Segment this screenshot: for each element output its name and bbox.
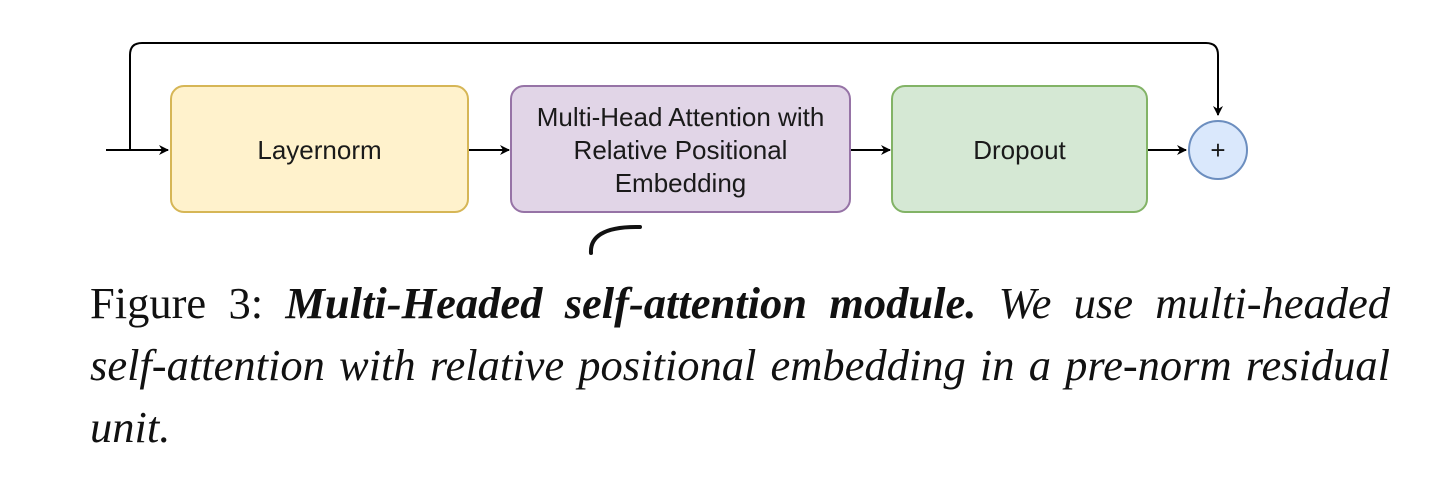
pen-stroke-mark <box>588 224 642 255</box>
module-diagram: Layernorm Multi-Head Attention with Rela… <box>106 42 1248 255</box>
attention-node: Multi-Head Attention with Relative Posit… <box>510 85 851 213</box>
dropout-node: Dropout <box>891 85 1148 213</box>
attention-label-line-2: Relative Positional <box>574 135 788 165</box>
caption-title: Multi-Headed self-attention module. <box>285 278 977 328</box>
attention-label-line-3: Embedding <box>615 168 747 198</box>
figure-caption: Figure 3: Multi-Headed self-attention mo… <box>90 272 1390 458</box>
caption-prefix: Figure 3: <box>90 278 286 328</box>
dropout-label: Dropout <box>973 135 1066 165</box>
residual-connection-arrow <box>129 42 1223 150</box>
add-operation-node: + <box>1188 120 1248 180</box>
attention-label-line-1: Multi-Head Attention with <box>537 102 825 132</box>
layernorm-node: Layernorm <box>170 85 469 213</box>
plus-icon: + <box>1210 135 1225 165</box>
caption-body: We use multi-headed self-attention with … <box>90 278 1391 452</box>
layernorm-label: Layernorm <box>257 135 381 165</box>
